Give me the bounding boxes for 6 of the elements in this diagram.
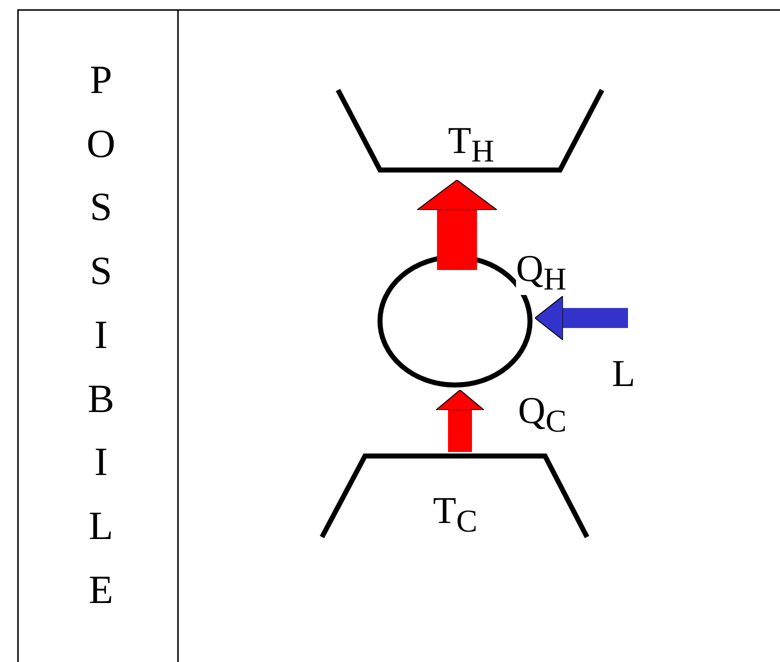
temperature-label: T$_{H}$ (448, 122, 494, 168)
heat-flow-arrow (416, 180, 498, 270)
vertical-heading: POSSIBILE (86, 56, 116, 614)
temperature-label: T$_{C}$ (433, 492, 478, 538)
heat-flow-arrow (436, 390, 484, 452)
work-input-arrow (534, 296, 628, 340)
